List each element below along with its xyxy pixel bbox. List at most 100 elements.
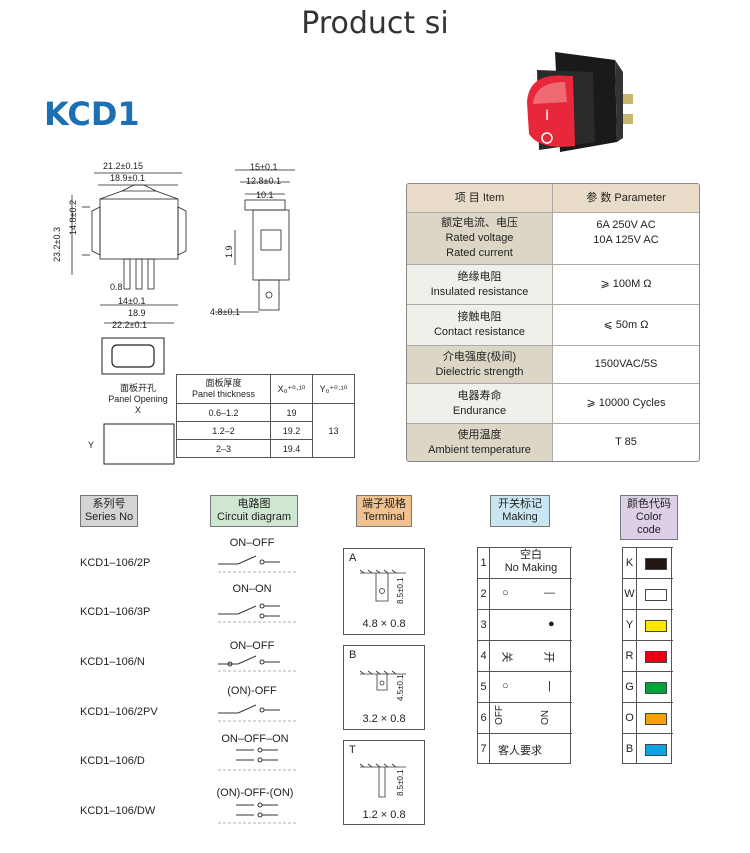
marking-symbol: OFF: [494, 705, 505, 725]
marking-symbol: 空白: [520, 549, 542, 561]
parameter-item: 接触电阻 Contact resistance: [407, 305, 553, 345]
parameter-value: ⩽ 50m Ω: [603, 318, 649, 331]
terminal-size: 3.2 × 0.8: [362, 713, 406, 725]
marking-num: 2: [478, 579, 490, 609]
parameter-row: 接触电阻 Contact resistance ⩽ 50m Ω: [407, 304, 699, 345]
thickness-header-en: Panel thickness: [191, 389, 256, 399]
model-name: KCD1: [44, 95, 140, 133]
color-row: R: [623, 640, 673, 671]
marking-header-cn: 开关标记: [498, 498, 542, 510]
terminal-letter: T: [349, 744, 356, 756]
circuit-label: ON–OFF–ON: [221, 733, 289, 745]
marking-header: 开关标记 Making: [490, 495, 550, 527]
terminal-a-box: A 8.5±0.1 4.8 × 0.8: [343, 548, 425, 635]
color-row: G: [623, 671, 673, 702]
terminal-b-box: B 4.5±0.1 3.2 × 0.8: [343, 645, 425, 730]
terminal-t-box: T 8.5±0.1 1.2 × 0.8: [343, 740, 425, 825]
parameter-value: ⩾ 10000 Cycles: [586, 397, 666, 409]
color-code-letter: G: [623, 672, 637, 702]
parameter-row: 绝缘电阻 Insulated resistance ⩾ 100M Ω: [407, 264, 699, 304]
parameter-value: 6A 250V AC 10A 125V AC: [553, 213, 699, 264]
circuit-label: ON–ON: [232, 583, 272, 595]
dim-height-1: 14.8±0.2: [68, 200, 78, 235]
circuit-label: ON–OFF: [229, 537, 275, 549]
terminal-size: 1.2 × 0.8: [362, 809, 406, 821]
color-swatch: [645, 651, 667, 663]
marking-symbol-b: No Making: [504, 562, 558, 574]
parameter-header-row: 项 目 Item 参 数 Parameter: [407, 184, 699, 212]
marking-num: 7: [478, 734, 490, 764]
marking-num: 5: [478, 672, 490, 702]
color-swatch: [645, 620, 667, 632]
terminal-header-en: Terminal: [363, 511, 405, 523]
marking-symbol: 关: [500, 651, 513, 663]
terminal-b-icon: [359, 670, 406, 691]
color-header-cn: 颜色代码: [627, 498, 671, 510]
terminal-letter: B: [349, 649, 357, 661]
item-en-2: Rated current: [446, 247, 513, 259]
front-dimension-drawing: [71, 172, 187, 324]
series-item: KCD1–106/3P: [80, 606, 151, 618]
panel-x-label: X: [134, 405, 141, 415]
color-swatch: [645, 744, 667, 756]
item-header: 项 目 Item: [407, 184, 553, 212]
dim-inner-width: 18.9±0.1: [110, 173, 145, 183]
color-code-letter: O: [623, 703, 637, 733]
dim-base: 18.9: [128, 308, 146, 318]
marking-num: 4: [478, 641, 490, 671]
terminal-height: 4.5±0.1: [396, 674, 405, 701]
color-row: Y: [623, 609, 673, 640]
circuit-label: (ON)-OFF: [227, 685, 277, 697]
dim-side-4: 1.9: [224, 245, 234, 258]
circuit-header-en: Circuit diagram: [217, 511, 291, 523]
series-item: KCD1–106/DW: [80, 805, 156, 817]
dim-side-3: 10.1: [256, 190, 274, 200]
marking-row: 5○|: [478, 671, 572, 702]
parameter-value: T 85: [615, 436, 637, 448]
color-row: W: [623, 578, 673, 609]
marking-symbol: ○: [502, 587, 509, 599]
x-cell: 19.4: [270, 439, 313, 458]
svg-text:I: I: [545, 108, 549, 124]
series-header: 系列号 Series No: [80, 495, 138, 527]
marking-header-en: Making: [502, 511, 538, 523]
x-cell: 19.2: [270, 421, 313, 440]
item-en: Ambient temperature: [428, 443, 531, 456]
circuit-diagrams: [218, 555, 298, 824]
marking-symbol-b: ON: [540, 710, 551, 725]
marking-symbol-b: ●: [548, 618, 555, 630]
item-cn: 介电强度(极间): [442, 350, 517, 363]
item-en: Insulated resistance: [430, 285, 529, 298]
dim-side-2: 12.8±0.1: [246, 176, 281, 186]
dim-side-5: 4.8±0.1: [210, 307, 240, 317]
parameter-row: 电器寿命 Endurance ⩾ 10000 Cycles: [407, 383, 699, 423]
item-en: Endurance: [452, 404, 507, 417]
parameter-item: 额定电流、电压 Rated voltage Rated current: [407, 213, 553, 264]
marking-row: 3●: [478, 609, 572, 640]
x-tolerance-header: X₀⁺⁰·¹⁰: [270, 374, 313, 404]
color-code-letter: B: [623, 734, 637, 764]
dim-total: 22.2±0.1: [112, 320, 147, 330]
value-line: 6A 250V AC: [596, 219, 656, 231]
marking-num: 1: [478, 548, 490, 578]
panel-opening-label: 面板开孔 Panel Opening X: [100, 383, 176, 416]
item-cn: 绝缘电阻: [457, 270, 502, 283]
thickness-header-cn: 面板厚度: [205, 378, 242, 388]
color-swatch: [645, 682, 667, 694]
panel-opening-en: Panel Opening: [108, 394, 168, 404]
circuit-label: ON–OFF: [229, 640, 275, 652]
parameter-item: 介电强度(极间) Dielectric strength: [407, 346, 553, 383]
parameter-item: 电器寿命 Endurance: [407, 384, 553, 423]
item-cn: 电器寿命: [457, 389, 502, 402]
marking-symbol-b: |: [548, 680, 551, 692]
dim-height-2: 23.2±0.3: [52, 227, 62, 262]
marking-symbol-b: 开: [542, 651, 555, 663]
color-swatch: [645, 558, 667, 570]
terminal-t-icon: [359, 763, 406, 798]
parameter-item: 绝缘电阻 Insulated resistance: [407, 265, 553, 304]
